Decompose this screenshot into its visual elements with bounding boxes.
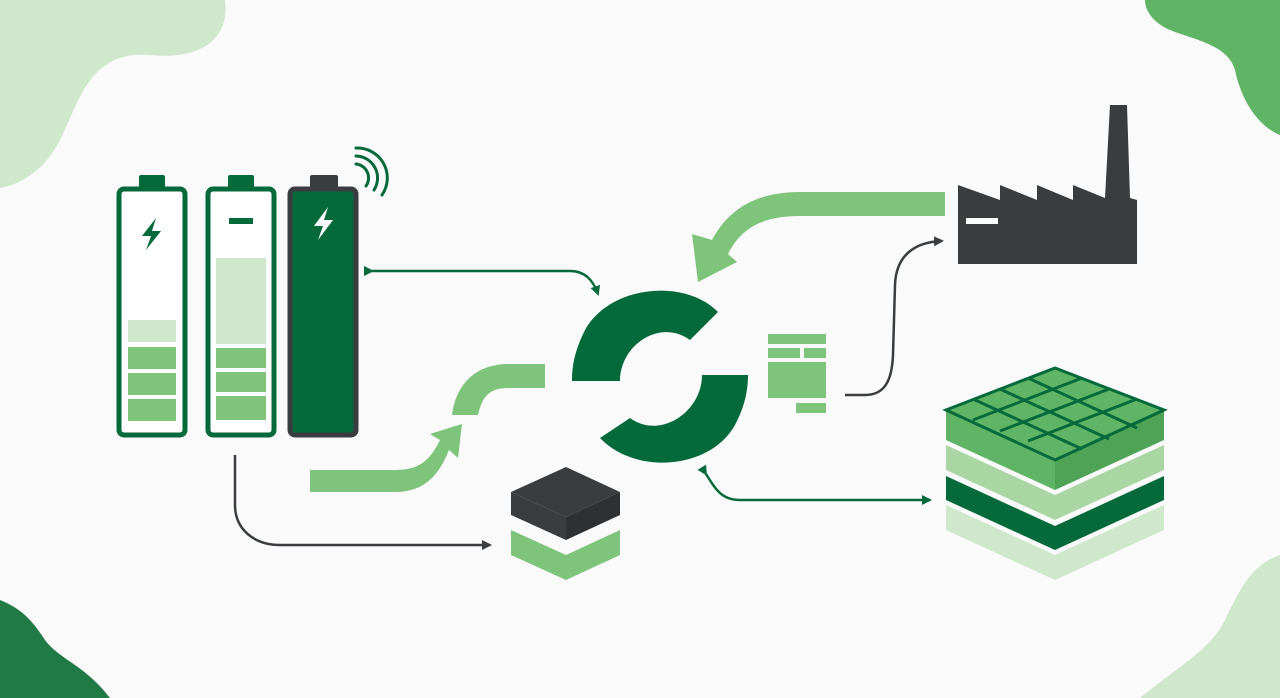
minus-icon [229, 218, 253, 224]
battery-charging [116, 175, 188, 438]
corner-blob-top-right [1145, 0, 1280, 135]
wireless-signal-icon [354, 146, 389, 197]
storage-module-icon [511, 467, 620, 580]
flow-arrow-factory [692, 192, 945, 282]
flow-arrow-bottom [310, 424, 462, 492]
corner-blob-top-left [0, 0, 226, 188]
battery-discharging [205, 175, 277, 438]
arrow-battery-recycle [364, 266, 601, 296]
factory-icon [958, 105, 1137, 264]
corner-blob-bottom-right [1140, 555, 1280, 698]
battery-full [287, 146, 389, 438]
corner-blob-bottom-left [0, 600, 110, 698]
flow-arrow-middle [452, 364, 545, 415]
arrow-battery-storage [233, 455, 492, 550]
solar-stack-icon [942, 366, 1168, 580]
lightning-bolt-icon [142, 218, 161, 250]
arrow-recycle-solar [697, 464, 932, 505]
arrow-connector-factory [845, 236, 944, 397]
lightning-bolt-icon [314, 207, 333, 240]
recycle-loop-icon [572, 290, 748, 463]
connector-module-icon [768, 334, 826, 413]
